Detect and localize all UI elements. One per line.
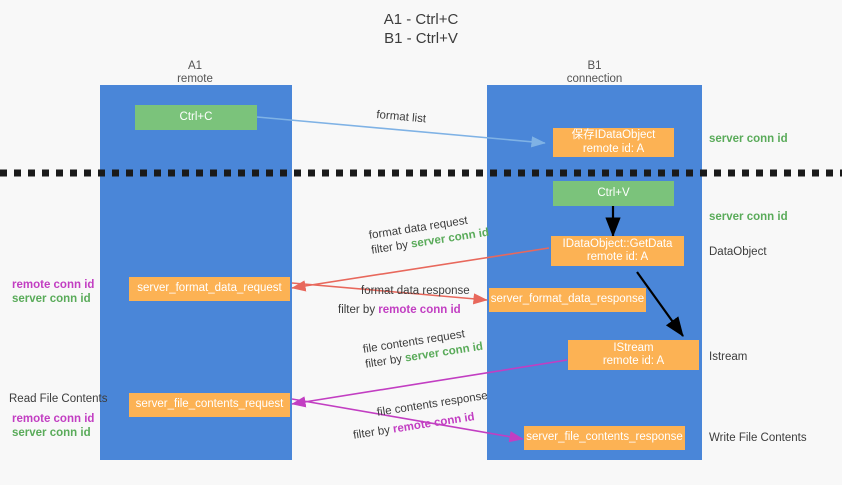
box-server-file-contents-request[interactable]: server_file_contents_request (129, 393, 290, 417)
column-header-a1: A1 remote (177, 60, 213, 85)
box-server-format-data-response[interactable]: server_format_data_response (489, 288, 646, 312)
annotation-format-remote-conn-id: remote conn id (12, 279, 95, 291)
annotation-file-server-conn-id: server conn id (12, 427, 91, 439)
box-server-format-data-request[interactable]: server_format_data_request (129, 277, 290, 301)
box-getdata-line2: remote id: A (586, 251, 649, 263)
box-ctrl-c-label: Ctrl+C (179, 110, 213, 123)
flow-label-format-list: format list (376, 108, 427, 127)
box-server-format-data-response-label: server_format_data_response (490, 293, 645, 306)
box-server-file-contents-request-label: server_file_contents_request (135, 398, 284, 411)
box-save-idataobject[interactable]: 保存IDataObject remote id: A (553, 128, 674, 157)
annotation-file-remote-conn-id: remote conn id (12, 413, 95, 425)
flow-label-file-contents-request: file contents request filter by server c… (362, 325, 484, 373)
flow-label-format-list-text: format list (375, 108, 427, 126)
flow-format-data-response-line2: filter by remote conn id (338, 303, 470, 318)
flow-format-data-response-line1: format data response (361, 285, 470, 297)
dashed-divider (0, 169, 842, 177)
box-server-format-data-request-label: server_format_data_request (137, 282, 282, 295)
box-getdata-line1: IDataObject::GetData (562, 237, 673, 250)
column-header-b1: B1 connection (566, 60, 623, 85)
flow-label-format-data-request: format data request filter by server con… (368, 211, 490, 259)
flow-fdres-prefix: filter by (338, 304, 379, 316)
box-save-idataobject-line2: remote id: A (582, 142, 645, 155)
flow-fdres-key: remote conn id (378, 304, 461, 316)
flow-label-format-data-response: format data response filter by remote co… (338, 284, 470, 318)
annotation-read-file-contents: Read File Contents (9, 393, 108, 405)
annotation-write-file-contents: Write File Contents (709, 432, 807, 444)
box-idataobject-getdata[interactable]: IDataObject::GetData remote id: A (551, 236, 684, 266)
box-server-file-contents-response[interactable]: server_file_contents_response (524, 426, 685, 450)
box-istream-line1: IStream (613, 341, 654, 354)
box-istream[interactable]: IStream remote id: A (568, 340, 699, 370)
annotation-server-conn-id-2: server conn id (709, 211, 788, 223)
diagram-title: A1 - Ctrl+C B1 - Ctrl+V (383, 11, 459, 47)
box-ctrl-v[interactable]: Ctrl+V (553, 181, 674, 206)
box-istream-line2: remote id: A (602, 355, 665, 367)
box-ctrl-v-label: Ctrl+V (597, 186, 630, 199)
annotation-istream: Istream (709, 351, 748, 363)
flow-label-file-contents-response: file contents response filter by remote … (352, 389, 492, 442)
annotation-format-server-conn-id: server conn id (12, 293, 91, 305)
box-server-file-contents-response-label: server_file_contents_response (526, 431, 683, 444)
flow-fcres-prefix: filter by (352, 423, 395, 442)
box-save-idataobject-line1: 保存IDataObject (571, 129, 656, 141)
annotation-server-conn-id-1: server conn id (709, 133, 788, 145)
annotation-dataobject: DataObject (709, 246, 767, 258)
box-ctrl-c[interactable]: Ctrl+C (135, 105, 257, 130)
